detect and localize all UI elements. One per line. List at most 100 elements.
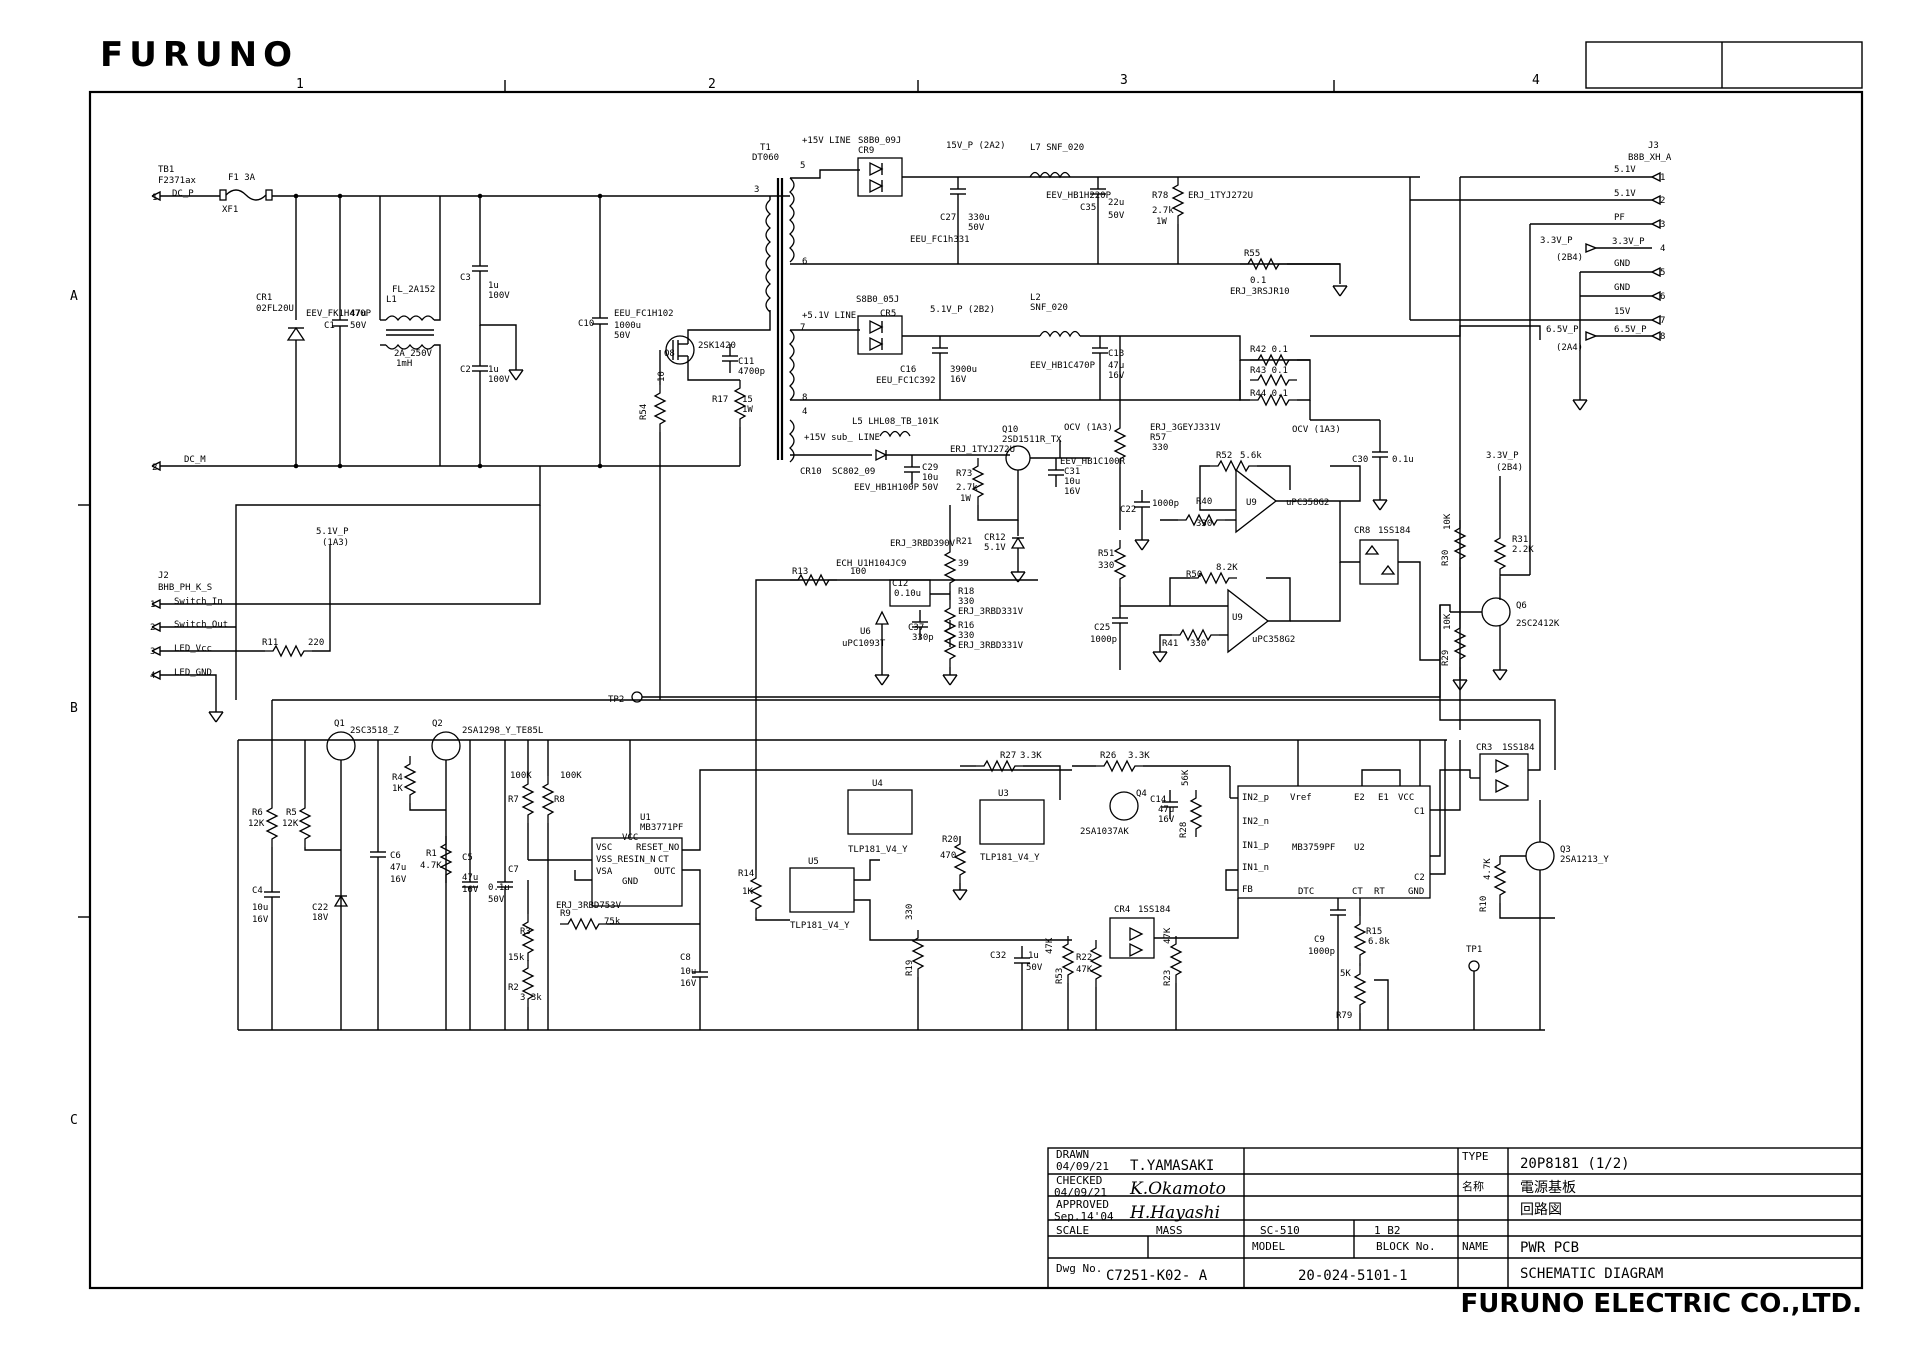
labels-r31v-text: 2.2K [1512, 545, 1534, 555]
mass-label: MASS [1156, 1224, 1183, 1237]
labels-r9p-text: ERJ_3RBD753V [556, 901, 622, 911]
labels-c5-text: C5 [462, 853, 473, 863]
c6-capacitor [369, 839, 387, 870]
labels-c31v-text: 10u [1064, 477, 1080, 487]
labels-l7-text: L7 SNF_020 [1030, 143, 1084, 153]
labels-r19v-text: 330 [905, 904, 915, 920]
connectors-j2-ref-text: J2 [158, 571, 169, 581]
labels-r16-text: R16 [958, 621, 974, 631]
r55-resistor [1239, 258, 1288, 270]
labels-c13v-text: 47u [1108, 361, 1124, 371]
tp1-testpoint [1468, 960, 1480, 972]
labels-c4vv-text: 16V [252, 915, 269, 925]
labels-xf1-text: XF1 [222, 205, 238, 215]
labels-c25v-text: 1000p [1090, 635, 1117, 645]
r28-resistor [1190, 789, 1202, 838]
labels-p33-text: 3.3V_P [1486, 451, 1519, 461]
labels-u2pins-2-text: IN1_p [1242, 841, 1269, 851]
labels-u1pins-0-text: VSC [596, 843, 612, 853]
labels-r41-text: R41 [1162, 639, 1178, 649]
labels-r21-text: R21 [956, 537, 972, 547]
connectors-j3-pins-1-label-text: 5.1V [1614, 189, 1636, 199]
cr1-diode [286, 326, 306, 341]
labels-u1-text: U1 [640, 813, 651, 823]
connectors-j2-part-text: BHB_PH_K_S [158, 583, 212, 593]
labels-c13p-text: EEV_HB1C470P [1030, 361, 1096, 371]
labels-r22-text: R22 [1076, 953, 1092, 963]
connectors-j2-pins-1-label-text: Switch_Out [174, 620, 228, 630]
labels-r51v-text: 330 [1098, 561, 1114, 571]
u6-shunt [874, 610, 890, 625]
labels-c10-text: C10 [578, 319, 594, 329]
labels-c29v-text: 10u [922, 473, 938, 483]
labels-u1pins-4-text: RESET_NO [636, 843, 679, 853]
labels-u2pins-0-text: IN2_p [1242, 793, 1269, 803]
labels-c9-text: C9 [1314, 935, 1325, 945]
r52-resistor [1209, 460, 1258, 472]
labels-c4v-text: 10u [252, 903, 268, 913]
c12-capacitor [889, 579, 931, 607]
labels-c6vv-text: 16V [390, 875, 407, 885]
labels-r54v-text: 10 [657, 371, 667, 382]
q6-transistor [1481, 597, 1511, 627]
labels-r2v-text: 3.3k [520, 993, 542, 1003]
labels-p33jr-text: (2B4) [1556, 253, 1583, 263]
j3-connector: J3 B8B_XH_A [1628, 141, 1672, 163]
c27-capacitor [949, 176, 967, 207]
labels-cr3-text: CR3 [1476, 743, 1492, 753]
labels-ocv-text: OCV (1A3) [1292, 425, 1341, 435]
labels-r17w-text: 1W [742, 405, 753, 415]
labels-c29p-text: EEV_HB1H100P [854, 483, 920, 493]
labels-u2pins-12-text: CT [1352, 887, 1363, 897]
q4-transistor [1109, 791, 1139, 821]
checked-date: 04/09/21 [1054, 1186, 1107, 1199]
dwg-value: C7251-K02- A [1106, 1268, 1208, 1284]
labels-r29-text: R29 [1441, 650, 1451, 666]
labels-r1-text: R1 [426, 849, 437, 859]
drawn-name: T.YAMASAKI [1130, 1158, 1214, 1174]
connectors-j3-pins-6-label-text: 15V [1614, 307, 1631, 317]
labels-u1pins-7-text: OUTC [654, 867, 676, 877]
labels-r57p-text: ERJ_3GEYJ331V [1150, 423, 1221, 433]
labels-u1pins-6-text: GND [622, 877, 638, 887]
labels-u9a-text: U9 [1246, 498, 1257, 508]
name-value: PWR PCB [1520, 1240, 1579, 1256]
labels-c9v-text: 1000p [1308, 947, 1335, 957]
labels-t1-text: T1 [760, 143, 771, 153]
labels-r14v-text: 1K [742, 887, 753, 897]
labels-c11v-text: 4700p [738, 367, 765, 377]
labels-u2pins-3-text: IN1_n [1242, 863, 1269, 873]
labels-r18-text: R18 [958, 587, 974, 597]
r51-resistor [1114, 539, 1126, 588]
drawing-border [88, 90, 1864, 1290]
labels-u6p-text: uPC1093T [842, 639, 886, 649]
labels-l2-text: L2 [1030, 293, 1041, 303]
r43-resistor [1249, 374, 1298, 386]
grid-rows-0-text: A [70, 289, 78, 304]
labels-c2-text: C2 [460, 365, 471, 375]
model-label: MODEL [1252, 1240, 1285, 1253]
labels-u9p-text: uPC358G2 [1252, 635, 1295, 645]
labels-r53v-text: 47K [1045, 937, 1055, 954]
labels-cr4-text: CR4 [1114, 905, 1130, 915]
connectors-tb1-pins-1-label-text: DC_M [184, 455, 206, 465]
labels-cr8-text: CR8 [1354, 526, 1370, 536]
connectors-j3-pins-7-num-text: 8 [1660, 332, 1665, 342]
grid-columns: 1 2 3 4 [296, 73, 1540, 92]
labels-c10v-text: 1000u [614, 321, 641, 331]
labels-r43-text: R43 0.1 [1250, 366, 1288, 376]
c22-zener [333, 894, 349, 907]
labels-u2pins-14-text: GND [1408, 887, 1424, 897]
labels-r14-text: R14 [738, 869, 754, 879]
labels-u5-text: U5 [808, 857, 819, 867]
cr4-diode-pair [1109, 917, 1155, 959]
labels-c2v-text: 1u [488, 365, 499, 375]
r78-resistor [1172, 176, 1184, 225]
labels-r78-text: R78 [1152, 191, 1168, 201]
labels-u9a-text: U9 [1232, 613, 1243, 623]
labels-c16p-text: EEU_FC1C392 [876, 376, 936, 386]
labels-c35-text: C35 [1080, 203, 1096, 213]
connectors-tb1-ref-text: TB1 [158, 165, 174, 175]
labels-r57-text: R57 [1150, 433, 1166, 443]
